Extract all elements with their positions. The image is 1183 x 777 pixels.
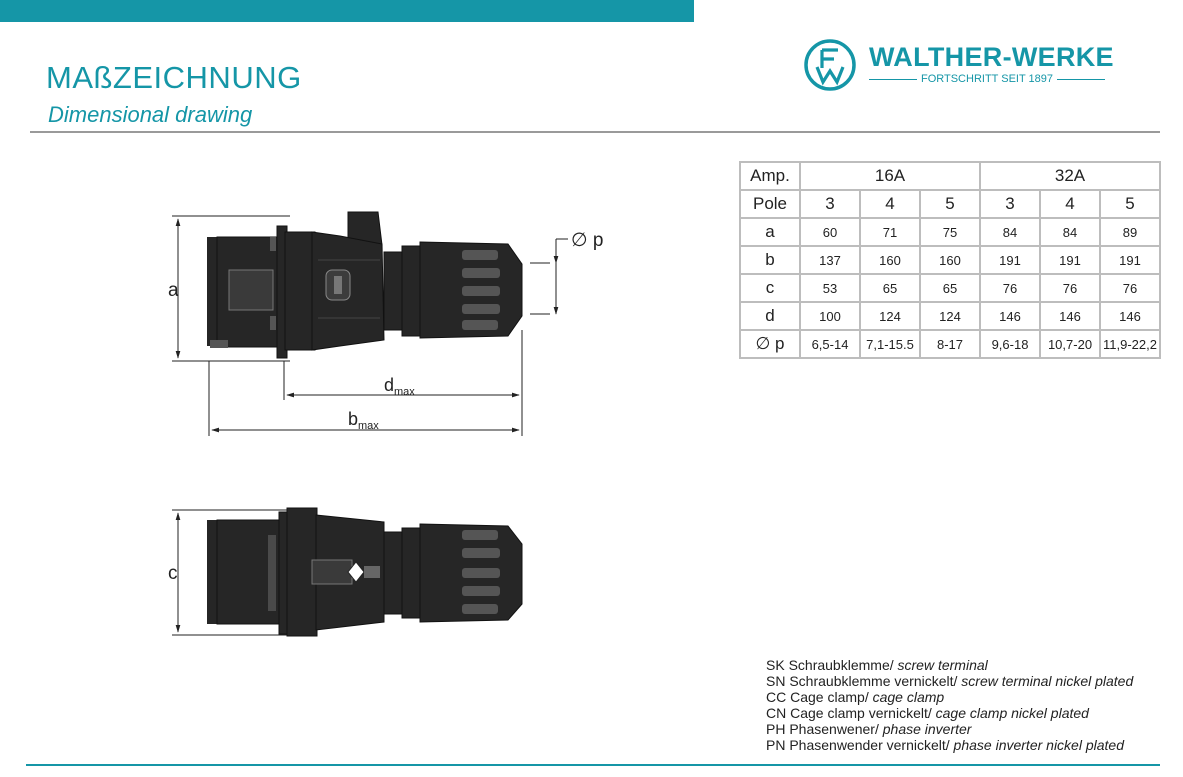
- table-cell: 71: [859, 217, 921, 247]
- table-row: d 100 124 124 146 146 146: [739, 301, 1161, 331]
- dim-label-a: a: [168, 280, 179, 301]
- dim-label-b: b: [348, 409, 358, 429]
- brand-tagline: FORTSCHRITT SEIT 1897: [869, 73, 1106, 85]
- table-cell: 7,1-15.5: [859, 329, 921, 359]
- svg-text:bmax: bmax: [348, 409, 379, 432]
- header-divider: [30, 131, 1160, 133]
- legend-item: CN Cage clamp vernickelt/ cage clamp nic…: [766, 705, 1089, 721]
- fw-logo-icon: [804, 39, 856, 91]
- table-cell: 191: [1099, 245, 1161, 275]
- legend-item: SN Schraubklemme vernickelt/ screw termi…: [766, 673, 1134, 689]
- brand-name: WALTHER-WERKE: [869, 42, 1114, 72]
- table-cell: 75: [919, 217, 981, 247]
- row-label: c: [739, 273, 801, 303]
- table-cell: 53: [799, 273, 861, 303]
- table-cell: 76: [1099, 273, 1161, 303]
- row-label: ∅ p: [739, 329, 801, 359]
- dim-label-d-sub: max: [394, 386, 415, 398]
- table-cell: 6,5-14: [799, 329, 861, 359]
- table-cell: 146: [1099, 301, 1161, 331]
- table-cell: 84: [979, 217, 1041, 247]
- amp-label: Amp.: [739, 161, 801, 191]
- table-cell: 60: [799, 217, 861, 247]
- table-cell: 89: [1099, 217, 1161, 247]
- amp-group-16a: 16A: [799, 161, 981, 191]
- pole-cell: 3: [979, 189, 1041, 219]
- table-cell: 100: [799, 301, 861, 331]
- table-cell: 76: [979, 273, 1041, 303]
- amp-group-32a: 32A: [979, 161, 1161, 191]
- top-view: [172, 507, 523, 637]
- pole-cell: 5: [1099, 189, 1161, 219]
- table-cell: 9,6-18: [979, 329, 1041, 359]
- pole-cell: 5: [919, 189, 981, 219]
- legend-item: PH Phasenwener/ phase inverter: [766, 721, 972, 737]
- page-title: MAßZEICHNUNG: [46, 60, 302, 95]
- dim-label-c: c: [168, 563, 178, 584]
- pole-cell: 4: [859, 189, 921, 219]
- table-cell: 8-17: [919, 329, 981, 359]
- table-row-amp: Amp. 16A 32A: [739, 161, 1161, 191]
- terminal-legend: SK Schraubklemme/ screw terminal SN Schr…: [766, 657, 1133, 753]
- pole-label: Pole: [739, 189, 801, 219]
- side-view: [172, 211, 568, 436]
- pole-cell: 3: [799, 189, 861, 219]
- svg-text:dmax: dmax: [384, 375, 415, 398]
- row-label: d: [739, 301, 801, 331]
- table-cell: 160: [919, 245, 981, 275]
- dim-label-b-sub: max: [358, 420, 379, 432]
- legend-item: SK Schraubklemme/ screw terminal: [766, 657, 988, 673]
- legend-item: PN Phasenwender vernickelt/ phase invert…: [766, 737, 1124, 753]
- row-label: a: [739, 217, 801, 247]
- table-cell: 146: [1039, 301, 1101, 331]
- table-cell: 65: [859, 273, 921, 303]
- table-row: c 53 65 65 76 76 76: [739, 273, 1161, 303]
- table-cell: 146: [979, 301, 1041, 331]
- table-cell: 160: [859, 245, 921, 275]
- table-cell: 84: [1039, 217, 1101, 247]
- legend-item: CC Cage clamp/ cage clamp: [766, 689, 945, 705]
- table-cell: 65: [919, 273, 981, 303]
- table-cell: 11,9-22,2: [1099, 329, 1161, 359]
- row-label: b: [739, 245, 801, 275]
- brand-logo: WALTHER-WERKE FORTSCHRITT SEIT 1897: [803, 38, 1123, 94]
- table-cell: 137: [799, 245, 861, 275]
- table-cell: 124: [859, 301, 921, 331]
- table-cell: 191: [1039, 245, 1101, 275]
- footer-divider: [26, 764, 1160, 766]
- dim-label-p: ∅ p: [571, 230, 603, 251]
- brand-tagline-text: FORTSCHRITT SEIT 1897: [920, 73, 1054, 85]
- table-row: b 137 160 160 191 191 191: [739, 245, 1161, 275]
- dimensional-drawing: a c ∅ p dmax bmax: [168, 211, 603, 637]
- table-cell: 76: [1039, 273, 1101, 303]
- page-subtitle: Dimensional drawing: [48, 102, 253, 127]
- top-accent-bar: [0, 0, 694, 22]
- dimension-table: Amp. 16A 32A Pole 3 4 5 3 4 5 a 60 71 75…: [739, 161, 1161, 359]
- table-cell: 124: [919, 301, 981, 331]
- table-row: ∅ p 6,5-14 7,1-15.5 8-17 9,6-18 10,7-20 …: [739, 329, 1161, 359]
- table-row-pole: Pole 3 4 5 3 4 5: [739, 189, 1161, 219]
- dim-label-d: d: [384, 375, 394, 395]
- table-cell: 10,7-20: [1039, 329, 1101, 359]
- table-row: a 60 71 75 84 84 89: [739, 217, 1161, 247]
- table-cell: 191: [979, 245, 1041, 275]
- pole-cell: 4: [1039, 189, 1101, 219]
